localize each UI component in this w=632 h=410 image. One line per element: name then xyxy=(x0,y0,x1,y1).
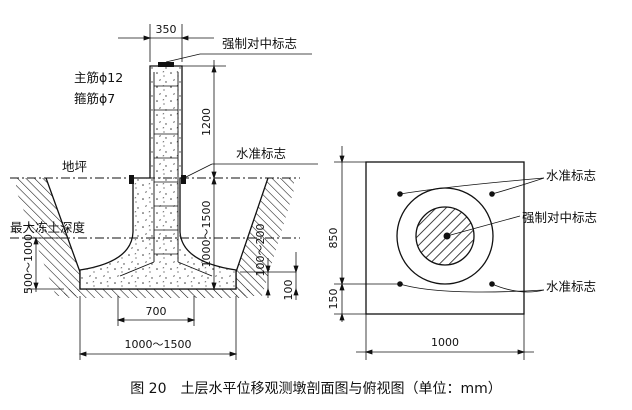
dim-left-vertical xyxy=(22,236,64,292)
plan-view: 水准标志 强制对中标志 水准标志 850 150 1000 xyxy=(327,146,597,360)
dim-top-width-text: 350 xyxy=(156,23,177,36)
stirrups xyxy=(154,85,178,255)
dim-right-vertical xyxy=(182,60,299,300)
dim-top-width xyxy=(118,24,214,62)
dim-bottom xyxy=(78,296,238,360)
plan-label-level-bottom: 水准标志 xyxy=(546,279,596,294)
dim-pillar-height-text: 1200 xyxy=(200,108,213,136)
dim-pit-width-text: 1000～1500 xyxy=(125,338,192,351)
soil-right xyxy=(236,178,294,296)
label-frost-depth: 最大冻土深度 xyxy=(10,220,86,235)
label-forced-centering: 强制对中标志 xyxy=(222,36,297,51)
plan-dim-1000-text: 1000 xyxy=(431,336,459,349)
plan-label-level-top: 水准标志 xyxy=(546,168,596,183)
figure-caption: 图 20 土层水平位移观测墩剖面图与俯视图（单位：mm） xyxy=(130,381,502,397)
section-view: 350 强制对中标志 主筋ϕ12 箍筋ϕ7 水准标志 地坪 最大冻土深度 120… xyxy=(10,23,318,360)
dim-base-below-frost-text: 500～1000 xyxy=(22,234,35,294)
plan-label-centering: 强制对中标志 xyxy=(522,210,597,225)
label-main-rebar: 主筋ϕ12 xyxy=(74,70,123,85)
dim-base-width-text: 700 xyxy=(146,305,167,318)
label-stirrup: 箍筋ϕ7 xyxy=(74,91,115,106)
label-ground: 地坪 xyxy=(62,159,87,174)
plan-square xyxy=(365,161,525,315)
dim-base-thickness-range-text: 100～200 xyxy=(254,224,267,277)
plan-dim-150-text: 150 xyxy=(327,289,340,310)
pier-concrete-fill xyxy=(80,66,236,289)
level-mark-left xyxy=(129,175,134,184)
soil-left xyxy=(16,178,80,296)
soil-bottom xyxy=(64,289,250,298)
plan-dim-vertical xyxy=(334,146,398,322)
dim-base-thickness-text: 100 xyxy=(282,280,295,301)
plan-dim-850-text: 850 xyxy=(327,228,340,249)
level-mark-right xyxy=(181,175,186,184)
dim-buried-depth-text: 1000～1500 xyxy=(200,201,213,268)
centering-plate xyxy=(158,62,174,67)
label-level-mark: 水准标志 xyxy=(236,146,286,161)
plan-dim-horizontal xyxy=(356,314,534,360)
